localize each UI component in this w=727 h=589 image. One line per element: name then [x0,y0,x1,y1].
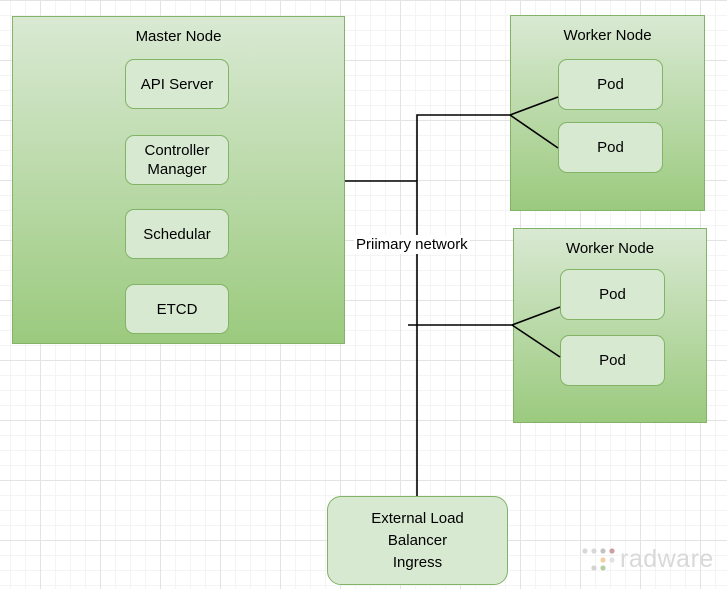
worker-2-pod-1-box: Pod [560,269,665,320]
lb-line-3: Ingress [392,553,443,571]
lb-line-1: External Load [371,509,464,527]
master-node-title: Master Node [135,28,222,45]
api-server-box: API Server [125,59,229,109]
controller-manager-box: Controller Manager [125,135,229,185]
radware-watermark: radware [580,544,714,573]
worker-1-pod-1-box: Pod [558,59,663,110]
worker-node-1-title: Worker Node [563,27,652,44]
primary-network-label: Priimary network [354,235,470,254]
radware-dots-icon [582,548,615,571]
schedular-box: Schedular [125,209,229,259]
worker-node-1: Worker Node Pod Pod [510,15,705,211]
worker-1-pod-2-box: Pod [558,122,663,173]
external-load-balancer-box: External Load Balancer Ingress [327,496,508,585]
lb-line-2: Balancer [387,531,448,549]
worker-node-2-title: Worker Node [565,240,655,257]
master-node: Master Node API Server Controller Manage… [12,16,345,344]
worker-2-pod-2-box: Pod [560,335,665,386]
etcd-box: ETCD [125,284,229,334]
radware-wordmark: radware [620,545,714,573]
connector-primary-trunk [416,114,510,496]
worker-node-2: Worker Node Pod Pod [513,228,707,423]
